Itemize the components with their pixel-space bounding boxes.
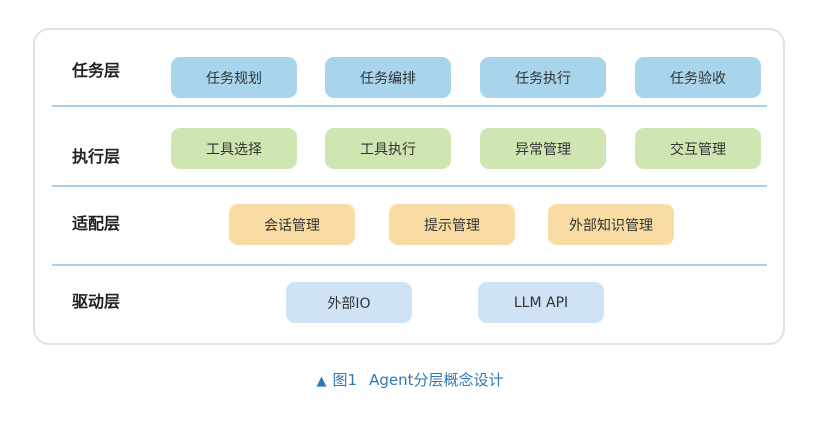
- layer-label-execution: 执行层: [72, 147, 121, 166]
- tool-selection-box: 工具选择: [171, 128, 297, 169]
- interaction-management-box: 交互管理: [635, 128, 761, 169]
- figure-number: 图1: [332, 371, 358, 389]
- exception-management-box: 异常管理: [480, 128, 606, 169]
- layer-divider: [52, 185, 767, 187]
- layer-divider: [52, 264, 767, 266]
- layer-label-adapter: 适配层: [72, 214, 121, 233]
- tool-execution-box: 工具执行: [325, 128, 451, 169]
- external-io-box: 外部IO: [286, 282, 412, 323]
- figure-title: Agent分层概念设计: [369, 371, 504, 389]
- layer-label-driver: 驱动层: [72, 292, 121, 311]
- figure-caption: ▲ 图1 Agent分层概念设计: [0, 370, 820, 392]
- session-management-box: 会话管理: [229, 204, 355, 245]
- triangle-marker-icon: ▲: [316, 374, 327, 389]
- task-execution-box: 任务执行: [480, 57, 606, 98]
- external-knowledge-management-box: 外部知识管理: [548, 204, 674, 245]
- layer-label-task: 任务层: [72, 61, 121, 80]
- task-acceptance-box: 任务验收: [635, 57, 761, 98]
- layer-divider: [52, 105, 767, 107]
- prompt-management-box: 提示管理: [389, 204, 515, 245]
- task-orchestration-box: 任务编排: [325, 57, 451, 98]
- llm-api-box: LLM API: [478, 282, 604, 323]
- task-planning-box: 任务规划: [171, 57, 297, 98]
